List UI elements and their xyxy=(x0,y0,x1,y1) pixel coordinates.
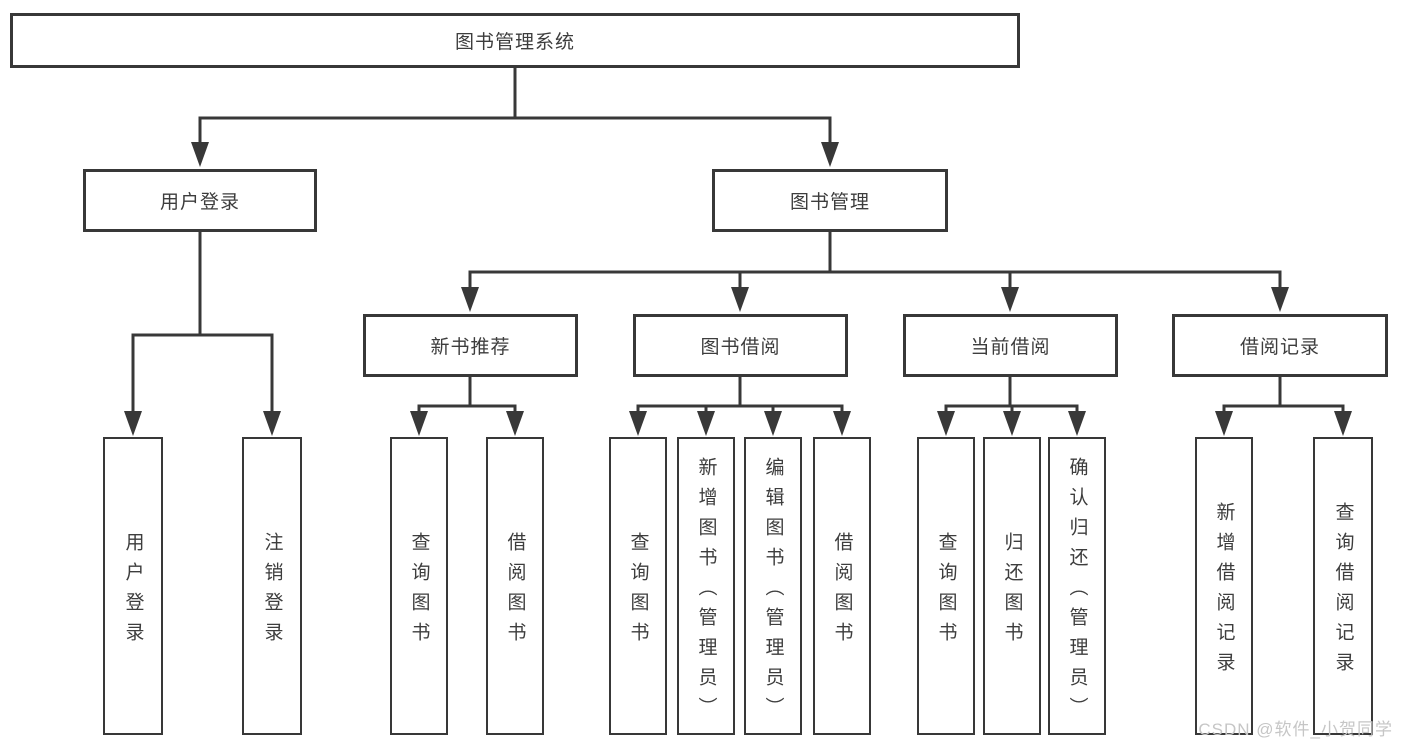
node-library-system: 图书管理系统 xyxy=(10,13,1020,68)
connector-book-management xyxy=(468,230,1282,297)
node-label: 借阅记录 xyxy=(1239,337,1320,358)
node-leaf-borrow-books: 借阅图书 xyxy=(813,437,871,735)
node-label: 用户登录 xyxy=(159,192,240,213)
node-book-borrow: 图书借阅 xyxy=(633,314,848,377)
arrowhead-icon xyxy=(263,411,281,436)
arrowhead-icon xyxy=(506,411,524,436)
node-leaf-query-books-recommend: 查询图书 xyxy=(390,437,448,735)
node-label: 借阅图书 xyxy=(504,531,526,652)
node-new-book-recommend: 新书推荐 xyxy=(363,314,578,377)
connector-borrow-records xyxy=(1222,375,1345,420)
arrowhead-icon xyxy=(461,287,479,312)
arrowhead-icon xyxy=(191,142,209,167)
node-label: 当前借阅 xyxy=(970,337,1051,358)
arrowhead-icon xyxy=(1334,411,1352,436)
node-label: 用户登录 xyxy=(122,531,144,652)
node-current-borrow: 当前借阅 xyxy=(903,314,1118,377)
node-label: 查询图书 xyxy=(408,531,430,652)
arrowhead-icon xyxy=(697,411,715,436)
arrowhead-icon xyxy=(1003,411,1021,436)
node-label: 图书管理 xyxy=(789,192,870,213)
arrowhead-icon xyxy=(1271,287,1289,312)
node-label: 借阅图书 xyxy=(831,531,853,652)
node-label: 查询图书 xyxy=(627,531,649,652)
node-leaf-return-books: 归还图书 xyxy=(983,437,1041,735)
node-label: 新增图书（管理员） xyxy=(695,456,717,727)
node-leaf-user-login: 用户登录 xyxy=(103,437,163,735)
connector-book-borrow xyxy=(636,375,844,420)
node-label: 查询图书 xyxy=(935,531,957,652)
arrowhead-icon xyxy=(410,411,428,436)
arrowhead-icon xyxy=(629,411,647,436)
node-leaf-logout: 注销登录 xyxy=(242,437,302,735)
node-leaf-add-books-admin: 新增图书（管理员） xyxy=(677,437,735,735)
node-label: 确认归还（管理员） xyxy=(1066,456,1088,727)
node-label: 图书管理系统 xyxy=(454,32,575,53)
arrowhead-icon xyxy=(124,411,142,436)
node-leaf-query-books-borrow: 查询图书 xyxy=(609,437,667,735)
node-label: 编辑图书（管理员） xyxy=(762,456,784,727)
node-label: 新增借阅记录 xyxy=(1213,501,1235,682)
connector-root xyxy=(198,66,832,152)
arrowhead-icon xyxy=(1068,411,1086,436)
arrowhead-icon xyxy=(937,411,955,436)
connector-user-login xyxy=(131,230,274,420)
node-borrow-records: 借阅记录 xyxy=(1172,314,1388,377)
node-leaf-confirm-return-admin: 确认归还（管理员） xyxy=(1048,437,1106,735)
node-user-login: 用户登录 xyxy=(83,169,317,232)
arrowhead-icon xyxy=(833,411,851,436)
arrowhead-icon xyxy=(764,411,782,436)
watermark: CSDN @软件_小贺同学 xyxy=(1198,720,1393,739)
arrowhead-icon xyxy=(1001,287,1019,312)
arrowheads xyxy=(124,142,1352,436)
connector-new-book-recommend xyxy=(417,375,517,420)
node-leaf-query-books-current: 查询图书 xyxy=(917,437,975,735)
node-label: 图书借阅 xyxy=(700,337,781,358)
node-leaf-add-borrow-record: 新增借阅记录 xyxy=(1195,437,1253,735)
node-label: 新书推荐 xyxy=(430,337,511,358)
arrowhead-icon xyxy=(731,287,749,312)
node-leaf-query-borrow-record: 查询借阅记录 xyxy=(1313,437,1373,735)
arrowhead-icon xyxy=(1215,411,1233,436)
node-label: 查询借阅记录 xyxy=(1332,501,1354,682)
node-leaf-borrow-books-recommend: 借阅图书 xyxy=(486,437,544,735)
node-book-management: 图书管理 xyxy=(712,169,948,232)
arrowhead-icon xyxy=(821,142,839,167)
node-label: 注销登录 xyxy=(261,531,283,652)
node-leaf-edit-books-admin: 编辑图书（管理员） xyxy=(744,437,802,735)
node-label: 归还图书 xyxy=(1001,531,1023,652)
